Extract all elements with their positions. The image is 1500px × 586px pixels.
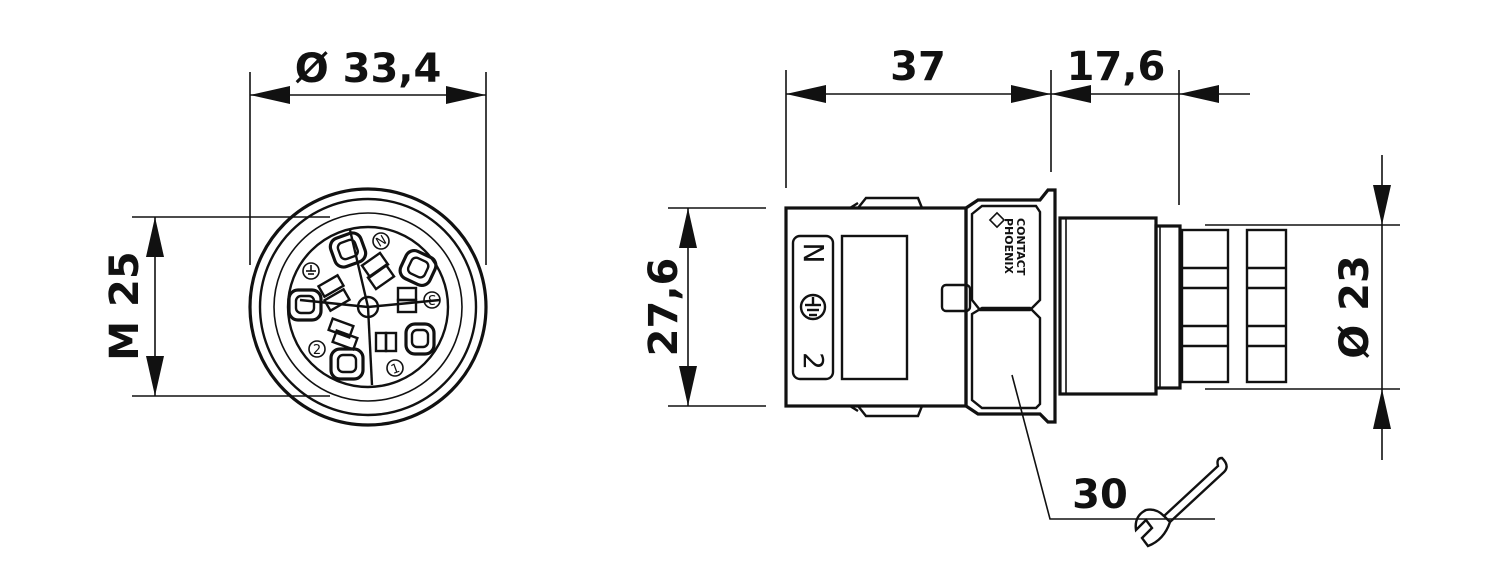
brand-logo: PHOENIX CONTACT xyxy=(988,211,1027,276)
socket-bottom-right xyxy=(404,322,436,356)
front-view: Ø 33,4 M 25 xyxy=(102,46,488,427)
front-thread-label: M 25 xyxy=(102,251,148,360)
marking-2: 2 xyxy=(797,352,830,370)
socket-bottom-left xyxy=(329,347,365,381)
ground-symbol-front-icon xyxy=(302,262,320,280)
svg-text:2: 2 xyxy=(313,343,321,358)
side-view: 37 17,6 27,6 Ø 23 N xyxy=(641,44,1400,548)
side-height-label: 27,6 xyxy=(641,258,687,357)
side-length-label: 37 xyxy=(890,44,946,90)
side-thread-diameter-label: Ø 23 xyxy=(1332,255,1378,359)
socket-right xyxy=(398,249,438,287)
socket-left xyxy=(287,288,323,322)
pin-group-left xyxy=(1180,228,1230,384)
wrench-icon xyxy=(1134,456,1228,548)
svg-text:PHOENIX: PHOENIX xyxy=(1002,218,1015,274)
socket-top xyxy=(328,231,368,269)
pin-group-right xyxy=(1245,228,1288,384)
svg-text:3: 3 xyxy=(428,291,436,306)
side-thread-length-label: 17,6 xyxy=(1067,44,1166,90)
pin-2-marker: 2 xyxy=(308,340,326,358)
ground-symbol-side-icon xyxy=(799,293,827,321)
pin-3-marker: 3 xyxy=(423,291,441,309)
pin-n-marker: N xyxy=(372,231,390,250)
wrench-size-label: 30 xyxy=(1072,472,1128,518)
front-diameter-label: Ø 33,4 xyxy=(295,46,442,92)
svg-text:CONTACT: CONTACT xyxy=(1014,218,1027,276)
marking-n: N xyxy=(797,243,830,264)
pin-1-marker: 1 xyxy=(386,359,404,378)
